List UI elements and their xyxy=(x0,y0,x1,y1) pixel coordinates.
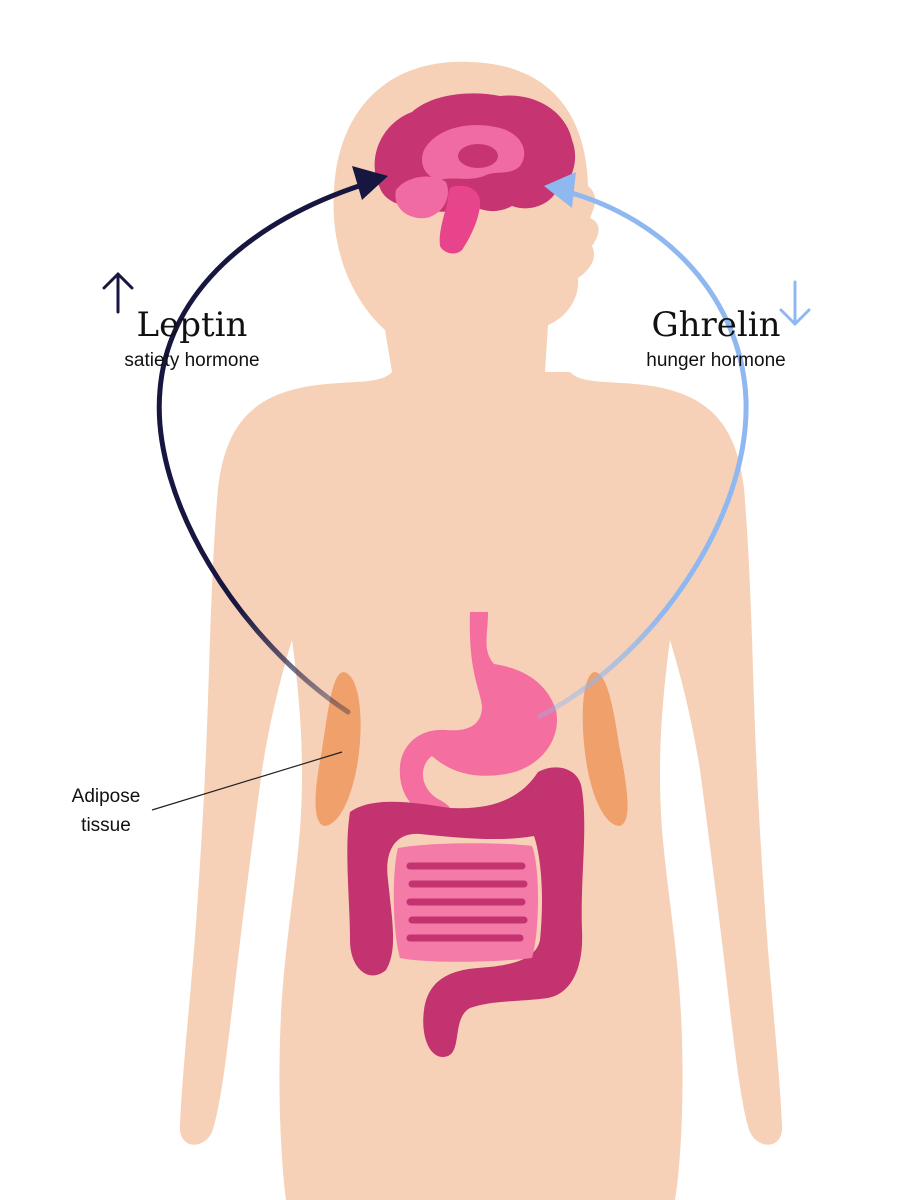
intestines xyxy=(347,767,585,1057)
callout-leader-line xyxy=(151,751,343,811)
brain xyxy=(374,93,576,254)
adipose-callout: Adipose tissue xyxy=(72,751,343,836)
leptin-title: Leptin xyxy=(137,305,248,345)
ghrelin-subtitle: hunger hormone xyxy=(646,350,785,371)
ghrelin-pathway xyxy=(537,172,749,719)
stomach xyxy=(399,612,557,819)
brain-thalamus xyxy=(458,144,498,168)
brain-stem xyxy=(439,185,481,254)
leptin-arrowhead xyxy=(352,166,388,200)
large-intestine xyxy=(347,767,585,1057)
leptin-pathway xyxy=(156,166,388,715)
brain-cerebellum xyxy=(395,176,448,219)
arrow-down-icon xyxy=(779,280,811,326)
ghrelin-arrowhead xyxy=(544,172,576,208)
leptin-subtitle: satiety hormone xyxy=(124,350,259,371)
ghrelin-label-group: Ghrelin hunger hormone xyxy=(646,280,811,371)
leptin-label-group: Leptin satiety hormone xyxy=(102,272,260,371)
callout-label-line2: tissue xyxy=(81,815,131,836)
leptin-arrow-arc xyxy=(156,182,365,715)
torso-shape xyxy=(179,372,783,1200)
adipose-right xyxy=(582,672,628,826)
ghrelin-arrow-arc xyxy=(537,189,749,719)
small-intestine-folds xyxy=(406,862,528,942)
ghrelin-title: Ghrelin xyxy=(651,305,780,345)
callout-label-line1: Adipose xyxy=(72,786,141,807)
arrow-up-icon xyxy=(102,272,134,314)
